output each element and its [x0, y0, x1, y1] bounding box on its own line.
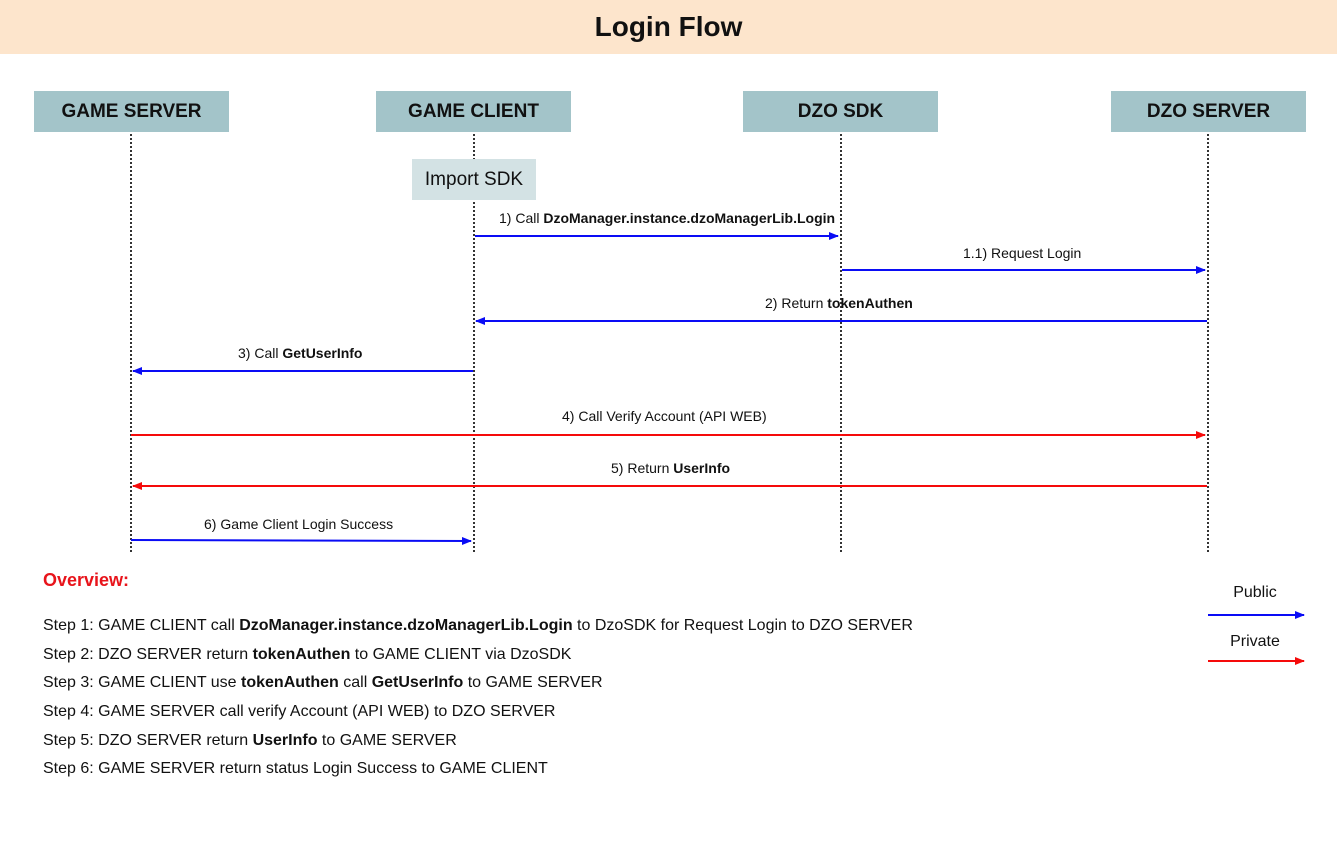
actor-dzo-server: DZO SERVER	[1111, 91, 1306, 132]
title-bar: Login Flow	[0, 0, 1337, 54]
message-label-5: 5) Return UserInfo	[611, 460, 731, 476]
arrow-6-login-success	[130, 536, 472, 545]
step-3: Step 3: GAME CLIENT use tokenAuthen call…	[43, 674, 603, 692]
step-4: Step 4: GAME SERVER call verify Account …	[43, 703, 556, 721]
message-label-1-1: 1.1) Request Login	[963, 245, 1082, 261]
message-label-2: 2) Return tokenAuthen	[765, 295, 913, 311]
lifeline-dzo-server	[1207, 134, 1209, 552]
step-2: Step 2: DZO SERVER return tokenAuthen to…	[43, 645, 572, 663]
overview-steps: Step 1: GAME CLIENT call DzoManager.inst…	[43, 615, 913, 787]
message-label-4: 4) Call Verify Account (API WEB)	[562, 408, 767, 424]
lifeline-game-server	[130, 134, 132, 552]
step-5: Step 5: DZO SERVER return UserInfo to GA…	[43, 731, 457, 749]
message-label-3: 3) Call GetUserInfo	[238, 345, 363, 361]
step-6: Step 6: GAME SERVER return status Login …	[43, 760, 548, 778]
step-1: Step 1: GAME CLIENT call DzoManager.inst…	[43, 617, 913, 634]
legend-private-label: Private	[1230, 633, 1280, 650]
message-label-1: 1) Call DzoManager.instance.dzoManagerLi…	[499, 210, 836, 226]
lifeline-dzo-sdk	[840, 134, 842, 552]
legend-public-label: Public	[1233, 584, 1277, 601]
message-label-6: 6) Game Client Login Success	[204, 516, 394, 532]
actor-game-client: GAME CLIENT	[376, 91, 571, 132]
overview-title: Overview:	[43, 570, 130, 590]
page-title: Login Flow	[594, 11, 743, 42]
lifeline-game-client	[473, 134, 475, 552]
actor-game-server: GAME SERVER	[34, 91, 229, 132]
actor-dzo-sdk: DZO SDK	[743, 91, 938, 132]
import-sdk-box: Import SDK	[412, 159, 536, 200]
